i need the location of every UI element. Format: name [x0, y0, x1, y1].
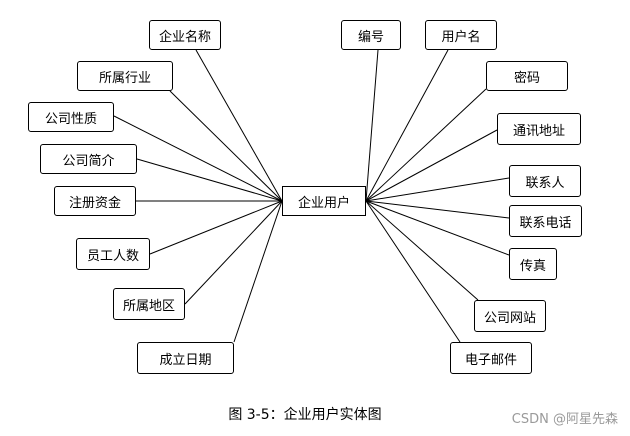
- attribute-box-left: 成立日期: [137, 342, 234, 374]
- connector-line: [365, 200, 510, 219]
- attribute-label: 公司简介: [62, 153, 115, 169]
- attribute-box-left: 所属地区: [113, 288, 185, 320]
- attribute-box-right: 密码: [486, 61, 568, 91]
- connector-line: [184, 200, 283, 305]
- attribute-box-left: 公司性质: [28, 102, 114, 132]
- attribute-label: 传真: [519, 258, 546, 274]
- attribute-box-left: 注册资金: [54, 186, 136, 216]
- connector-line: [365, 88, 487, 202]
- connector-line: [365, 49, 449, 202]
- connector-line: [365, 200, 479, 301]
- connector-line: [365, 200, 461, 343]
- attribute-label: 公司性质: [44, 111, 97, 127]
- watermark: CSDN @阿星先森: [511, 412, 618, 427]
- connector-line: [113, 115, 283, 202]
- attribute-label: 联系人: [525, 175, 565, 191]
- attribute-label: 所属行业: [98, 70, 151, 86]
- connector-line: [365, 177, 510, 202]
- figure-caption: 图 3-5：企业用户实体图: [228, 407, 382, 423]
- attribute-box-right: 公司网站: [474, 300, 546, 332]
- attribute-label: 编号: [357, 29, 384, 45]
- attribute-label: 联系电话: [519, 215, 572, 231]
- attribute-label: 成立日期: [159, 352, 212, 368]
- connector-line: [365, 129, 498, 202]
- attribute-label: 密码: [513, 70, 540, 86]
- attribute-label: 注册资金: [68, 195, 121, 211]
- attribute-box-right: 电子邮件: [450, 342, 532, 374]
- connector-line: [169, 90, 283, 202]
- attribute-box-right: 编号: [341, 20, 401, 50]
- attribute-label: 公司网站: [483, 310, 536, 326]
- attribute-box-right: 通讯地址: [497, 113, 581, 145]
- connector-lines: [113, 49, 510, 343]
- connector-line: [233, 200, 283, 343]
- attribute-box-right: 联系人: [509, 165, 581, 197]
- attribute-box-left: 企业名称: [149, 20, 221, 50]
- connector-line: [136, 158, 283, 202]
- attribute-box-right: 用户名: [425, 20, 497, 50]
- attribute-box-right: 联系电话: [509, 205, 582, 237]
- attribute-label: 用户名: [441, 29, 481, 45]
- attribute-box-left: 所属行业: [77, 61, 173, 91]
- attribute-label: 通讯地址: [512, 123, 565, 139]
- attribute-box-left: 员工人数: [76, 238, 150, 270]
- attribute-box-left: 公司简介: [40, 144, 137, 174]
- attribute-box-right: 传真: [509, 248, 557, 280]
- connector-line: [195, 49, 283, 202]
- entity-center-label: 企业用户: [297, 195, 350, 211]
- connector-line: [365, 200, 510, 256]
- connector-line: [365, 49, 379, 202]
- attribute-label: 企业名称: [158, 29, 211, 45]
- connector-line: [149, 200, 283, 255]
- attribute-label: 员工人数: [86, 248, 139, 264]
- entity-center-box: 企业用户: [282, 186, 366, 216]
- attribute-label: 所属地区: [122, 298, 175, 314]
- attribute-label: 电子邮件: [464, 352, 517, 368]
